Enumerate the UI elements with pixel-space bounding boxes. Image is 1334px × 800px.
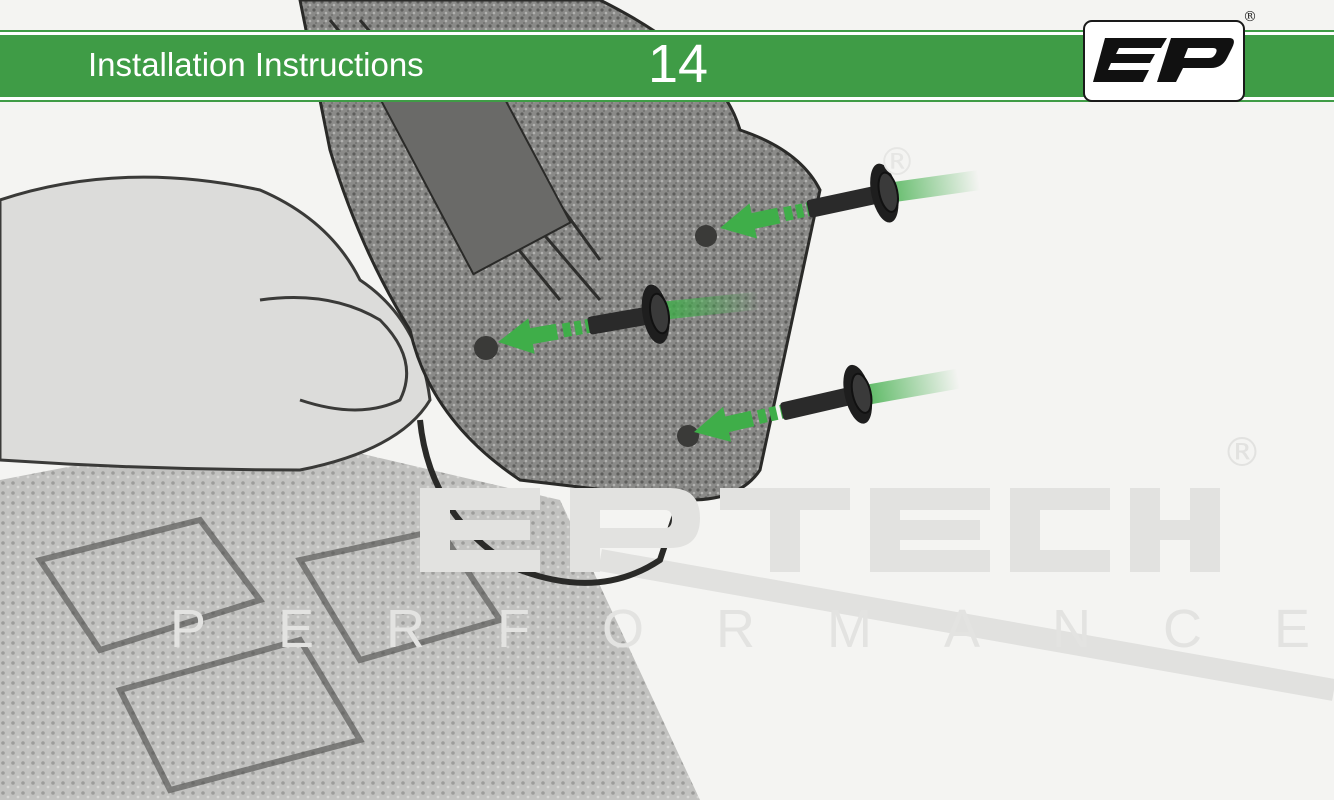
brand-logo <box>1083 20 1245 102</box>
page-number: 14 <box>648 33 708 95</box>
watermark-tagline: PERFORMANCE <box>170 598 1334 660</box>
watermark-registered-mark: ® <box>1222 430 1262 476</box>
logo-registered-mark: ® <box>1243 9 1257 25</box>
watermark-logo <box>410 470 1230 590</box>
page-title: Installation Instructions <box>88 41 424 89</box>
watermark-registered-mark-faint: ® <box>878 140 916 184</box>
ep-logo-icon <box>1091 30 1237 92</box>
